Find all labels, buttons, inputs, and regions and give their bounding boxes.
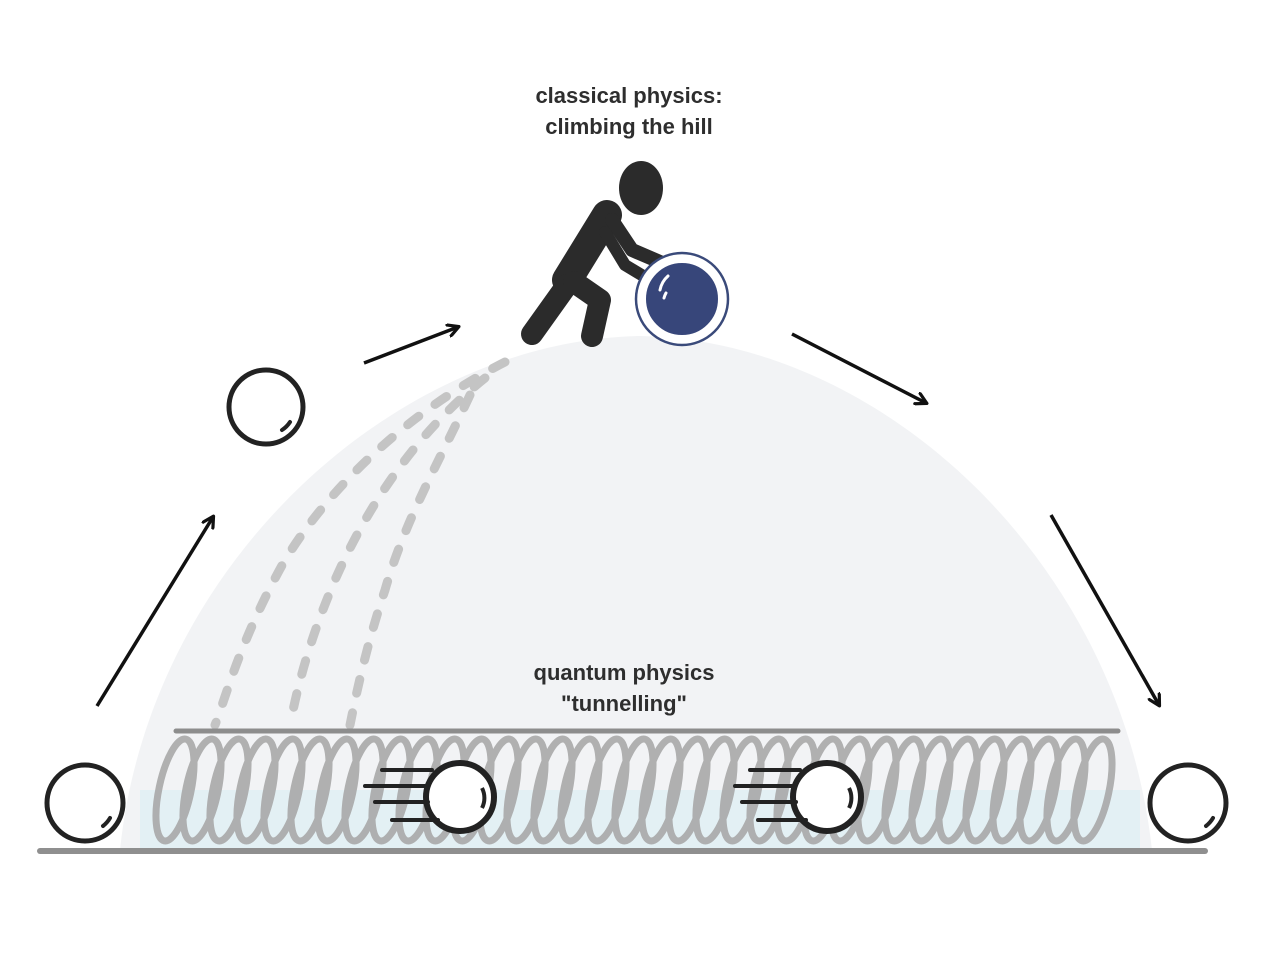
pushed-ball-icon [634, 251, 730, 347]
spring-coil [530, 735, 576, 845]
spring-coil [584, 735, 630, 845]
arrow-icon [1049, 514, 1159, 705]
spring-coil [287, 735, 333, 845]
spring-coil [908, 735, 954, 845]
arrow-icon [363, 327, 458, 365]
ball-icon [44, 762, 126, 844]
quantum-label-line1: quantum physics [533, 660, 715, 685]
spring-coil [233, 735, 279, 845]
spring-coil [935, 735, 981, 845]
classical-label-line1: classical physics: [535, 83, 723, 108]
spring-coil [260, 735, 306, 845]
spring-coil [1016, 735, 1062, 845]
ball-icon [226, 367, 306, 447]
spring-coil [692, 735, 738, 845]
spring-coil [1070, 735, 1116, 845]
arrow-icon [791, 332, 926, 403]
spring-coil [206, 735, 252, 845]
spring-coil [665, 735, 711, 845]
spring-coil [962, 735, 1008, 845]
moving-ball-icon [363, 760, 497, 834]
classical-label-line2: climbing the hill [545, 114, 713, 139]
spring-coil [611, 735, 657, 845]
person-pushing-icon [521, 161, 667, 347]
arrow-icon [95, 517, 213, 707]
spring-coil [557, 735, 603, 845]
spring-coil [989, 735, 1035, 845]
moving-ball-icon [733, 760, 864, 834]
quantum-physics-label: quantum physics "tunnelling" [479, 657, 769, 719]
spring-coil [503, 735, 549, 845]
ball-icon [1147, 762, 1229, 844]
classical-physics-label: classical physics: climbing the hill [484, 80, 774, 142]
falling-trajectories [210, 357, 510, 730]
spring-coil [638, 735, 684, 845]
spring-coil [152, 735, 198, 845]
spring-coil [719, 735, 765, 845]
spring-coil [341, 735, 387, 845]
hill [120, 336, 1152, 850]
spring-coil [179, 735, 225, 845]
spring-coil [881, 735, 927, 845]
spring-coil [1043, 735, 1089, 845]
spring-coil [314, 735, 360, 845]
quantum-label-line2: "tunnelling" [561, 691, 687, 716]
